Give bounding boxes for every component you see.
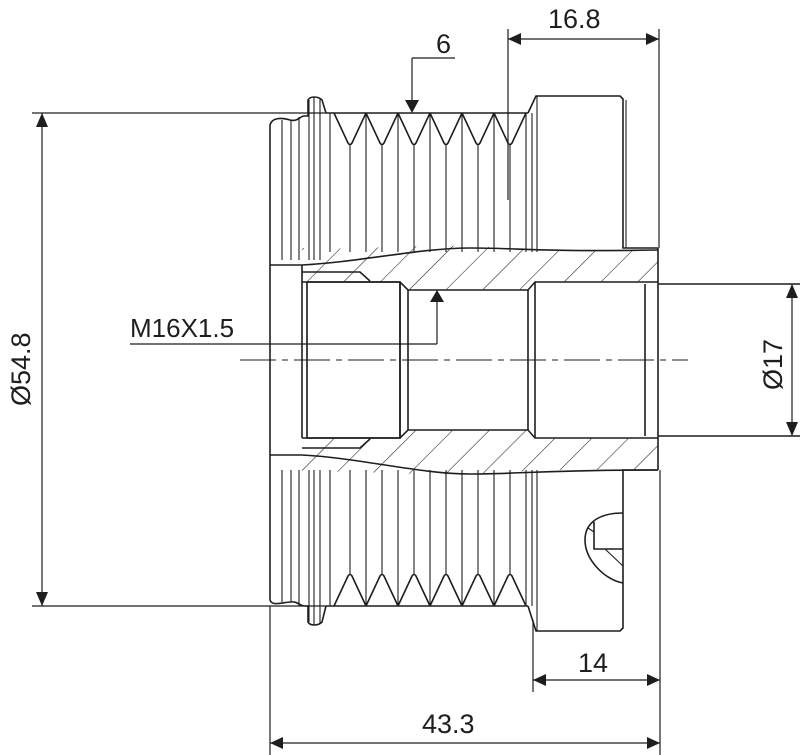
hub-length-label: 16.8 bbox=[548, 4, 601, 34]
sleeve-length-label: 14 bbox=[578, 648, 608, 678]
grooves-label: 6 bbox=[436, 29, 451, 59]
dimension-overall-length: 43.3 bbox=[269, 606, 660, 755]
outer-diameter-label: Ø54.8 bbox=[6, 332, 36, 406]
overall-length-label: 43.3 bbox=[422, 709, 475, 739]
dimension-outer-diameter: Ø54.8 bbox=[6, 112, 326, 607]
bore-diameter-label: Ø17 bbox=[758, 339, 788, 390]
locking-notch bbox=[584, 512, 624, 584]
dimension-grooves: 6 bbox=[405, 29, 455, 113]
section-hatch-lower bbox=[270, 429, 659, 475]
thread-label: M16X1.5 bbox=[130, 313, 234, 343]
pulley-lower-half bbox=[269, 438, 659, 632]
pulley-upper-half bbox=[269, 95, 659, 282]
dimension-hub-length: 16.8 bbox=[507, 4, 660, 248]
section-hatch-upper bbox=[301, 245, 658, 291]
dimension-sleeve-length: 14 bbox=[532, 470, 661, 755]
dimension-thread: M16X1.5 bbox=[130, 290, 444, 345]
dimension-bore-diameter: Ø17 bbox=[758, 284, 798, 436]
